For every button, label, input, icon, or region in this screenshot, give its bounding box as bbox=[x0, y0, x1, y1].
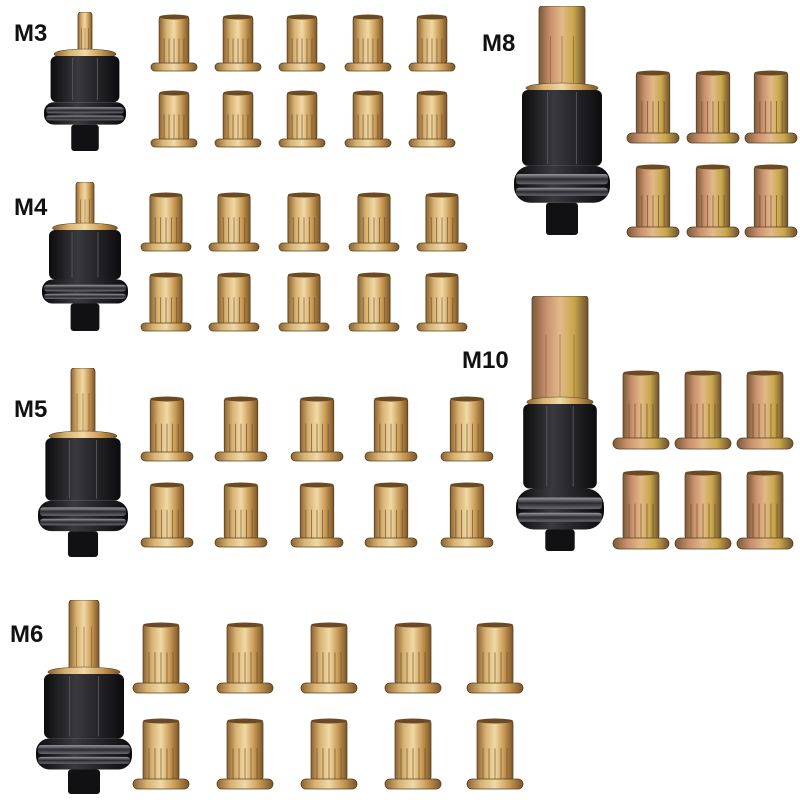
m3-nut-bottom-2 bbox=[214, 90, 262, 148]
m5-nut-bottom-5 bbox=[440, 482, 494, 548]
m5-nut-top-3 bbox=[290, 396, 344, 462]
m4-nut-bottom-1 bbox=[140, 272, 192, 332]
m6-nut-bottom-1 bbox=[132, 718, 190, 790]
m3-nut-top-1 bbox=[150, 14, 198, 72]
m3-nut-bottom-4 bbox=[344, 90, 392, 148]
m6-tool bbox=[36, 600, 132, 794]
m3-nut-bottom-1 bbox=[150, 90, 198, 148]
m10-nut-bottom-2 bbox=[674, 470, 732, 550]
m8-nut-top-1 bbox=[626, 70, 680, 144]
m3-nut-top-4 bbox=[344, 14, 392, 72]
m8-nut-top-2 bbox=[686, 70, 740, 144]
m4-nut-bottom-5 bbox=[416, 272, 468, 332]
size-label-m5: M5 bbox=[14, 396, 48, 423]
m6-nut-top-1 bbox=[132, 622, 190, 694]
m3-nut-top-5 bbox=[408, 14, 456, 72]
m4-nut-bottom-2 bbox=[208, 272, 260, 332]
m8-tool bbox=[514, 6, 610, 235]
m6-nut-bottom-3 bbox=[300, 718, 358, 790]
m4-nut-top-1 bbox=[140, 192, 192, 252]
m5-nut-bottom-4 bbox=[364, 482, 418, 548]
m10-nut-top-3 bbox=[736, 370, 794, 450]
m4-nut-top-3 bbox=[278, 192, 330, 252]
m6-nut-top-2 bbox=[216, 622, 274, 694]
m6-nut-bottom-5 bbox=[466, 718, 524, 790]
m10-nut-top-2 bbox=[674, 370, 732, 450]
m6-nut-top-5 bbox=[466, 622, 524, 694]
m4-nut-bottom-3 bbox=[278, 272, 330, 332]
size-label-m10: M10 bbox=[462, 347, 509, 374]
m8-nut-bottom-1 bbox=[626, 164, 680, 238]
m3-tool bbox=[44, 12, 126, 151]
m10-nut-top-1 bbox=[612, 370, 670, 450]
m10-tool bbox=[516, 296, 604, 551]
m5-nut-bottom-2 bbox=[214, 482, 268, 548]
size-label-m4: M4 bbox=[14, 194, 48, 221]
m4-tool bbox=[42, 182, 128, 331]
m4-nut-top-2 bbox=[208, 192, 260, 252]
m6-nut-top-4 bbox=[384, 622, 442, 694]
m6-nut-bottom-2 bbox=[216, 718, 274, 790]
m6-nut-bottom-4 bbox=[384, 718, 442, 790]
m5-nut-top-5 bbox=[440, 396, 494, 462]
m3-nut-bottom-5 bbox=[408, 90, 456, 148]
m8-nut-bottom-3 bbox=[744, 164, 798, 238]
m4-nut-bottom-4 bbox=[348, 272, 400, 332]
m4-nut-top-4 bbox=[348, 192, 400, 252]
m8-nut-bottom-2 bbox=[686, 164, 740, 238]
m10-nut-bottom-1 bbox=[612, 470, 670, 550]
m3-nut-bottom-3 bbox=[278, 90, 326, 148]
size-label-m6: M6 bbox=[10, 621, 44, 648]
m3-nut-top-3 bbox=[278, 14, 326, 72]
m5-tool bbox=[38, 368, 128, 557]
m5-nut-bottom-3 bbox=[290, 482, 344, 548]
m5-nut-top-4 bbox=[364, 396, 418, 462]
m5-nut-top-1 bbox=[140, 396, 194, 462]
m5-nut-top-2 bbox=[214, 396, 268, 462]
m4-nut-top-5 bbox=[416, 192, 468, 252]
m10-nut-bottom-3 bbox=[736, 470, 794, 550]
size-label-m3: M3 bbox=[14, 20, 48, 47]
m5-nut-bottom-1 bbox=[140, 482, 194, 548]
size-label-m8: M8 bbox=[482, 30, 516, 57]
m8-nut-top-3 bbox=[744, 70, 798, 144]
m3-nut-top-2 bbox=[214, 14, 262, 72]
m6-nut-top-3 bbox=[300, 622, 358, 694]
